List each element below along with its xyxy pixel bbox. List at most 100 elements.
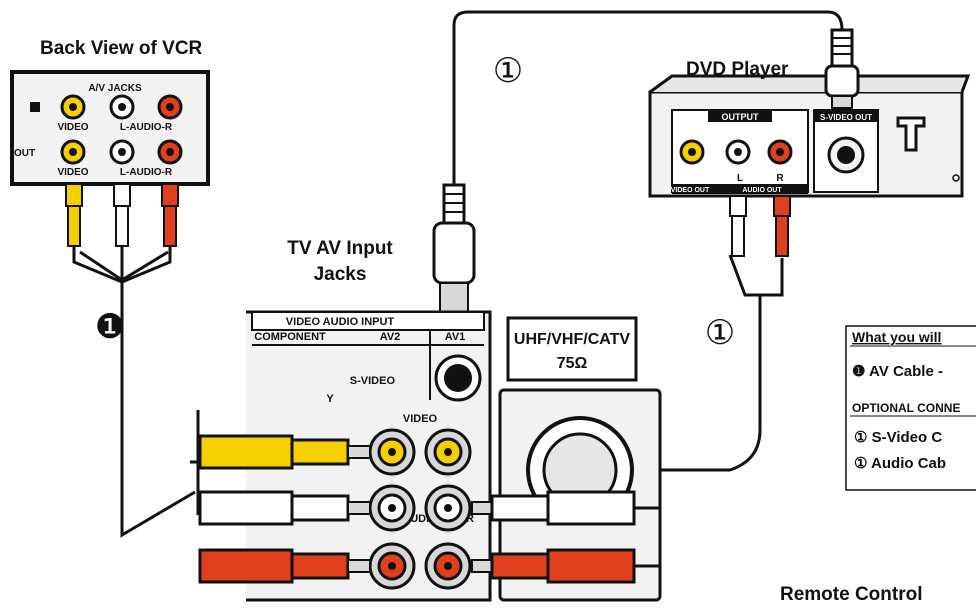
tv-right-plugs — [471, 490, 662, 584]
tv-av2-label: AV2 — [380, 331, 401, 343]
tv-left-plugs — [198, 434, 371, 584]
dvd-power-connector — [896, 116, 926, 152]
remote-control-label: Remote Control — [780, 584, 923, 605]
jack-hole — [444, 504, 452, 512]
tv-svideo-plug — [432, 183, 476, 314]
tv-right-white-pin — [471, 501, 493, 515]
dvd-player-back: OUTPUT L R VIDEO OUT AUDIO OUT S-VIDEO O… — [648, 74, 971, 198]
audio-cable-line-2 — [640, 295, 762, 532]
legend-box: What you will ❶ AV Cable - OPTIONAL CONN… — [845, 325, 976, 491]
tv-r-label: R — [466, 513, 474, 525]
jack-hole — [444, 448, 452, 456]
tv-red-plug — [198, 548, 294, 584]
dvd-svideo-header — [814, 110, 878, 122]
tv-red-plug-pin — [347, 559, 371, 573]
tv-av1-label: AV1 — [445, 331, 466, 343]
jack-hole — [388, 562, 396, 570]
vcr-title: Back View of VCR — [40, 38, 203, 59]
tv-red-plug-tip — [290, 552, 350, 580]
dvd-video-out-label: VIDEO OUT — [671, 187, 710, 194]
vcr-header-label: A/V JACKS — [88, 83, 142, 94]
tv-yellow-plug — [198, 434, 294, 470]
jack-hole — [166, 148, 174, 156]
av-cable-number: ❶ — [95, 307, 125, 347]
vcr-white-plug-body — [115, 205, 129, 247]
tv-right-plug-loop — [634, 506, 662, 568]
audio-cable-line — [728, 254, 784, 297]
vcr-red-plug-body — [163, 205, 177, 247]
av-cable-loop — [190, 410, 200, 515]
tv-right-white-plug — [490, 494, 550, 522]
dvd-audio-out-label: AUDIO OUT — [742, 187, 782, 194]
tv-right-red-plug — [490, 552, 550, 580]
jack-hole — [69, 148, 77, 156]
legend-item-svideo: ① S-Video C — [854, 429, 942, 446]
tv-75ohm-label: 75Ω — [557, 355, 588, 372]
vcr-audio-top-label: L-AUDIO-R — [120, 122, 173, 133]
legend-optional-header: OPTIONAL CONNE — [852, 401, 960, 415]
vcr-red-plug — [161, 183, 179, 207]
tv-video-label: VIDEO — [403, 413, 438, 425]
dvd-r-label: R — [776, 173, 784, 184]
jack-hole — [118, 103, 126, 111]
dvd-audio-plugs — [729, 195, 791, 257]
legend-item-audio: ① Audio Cab — [854, 455, 946, 472]
dvd-output-label: OUTPUT — [722, 112, 760, 122]
av-cable-line — [79, 250, 196, 538]
vcr-white-plug — [113, 183, 131, 207]
legend-item-av-cable: ❶ AV Cable - — [852, 363, 943, 380]
tv-yellow-plug-pin — [347, 445, 371, 459]
tv-y-label: Y — [326, 393, 334, 405]
dvd-title: DVD Player — [686, 59, 789, 80]
dvd-bottom-strip — [672, 184, 808, 194]
tv-uhf-label: UHF/VHF/CATV — [514, 331, 630, 348]
tv-component-label: COMPONENT — [254, 331, 326, 343]
jack-hole — [388, 448, 396, 456]
tv-yellow-plug-tip — [290, 438, 350, 466]
vcr-audio-bottom-label: L-AUDIO-R — [120, 167, 173, 178]
dvd-red-plug-body — [775, 215, 789, 257]
tv-white-plug-pin — [347, 501, 371, 515]
dvd-white-plug — [729, 195, 747, 217]
dvd-svideo-inner — [837, 146, 855, 164]
jack-hole — [776, 148, 784, 156]
vcr-cable-merge — [72, 246, 172, 284]
tv-right-red-pin — [471, 559, 493, 573]
audio-cable-number: ① — [705, 313, 735, 353]
tv-svideo-inner — [444, 364, 472, 392]
dvd-white-plug-body — [731, 215, 745, 257]
dvd-output-header — [708, 110, 772, 122]
tv-right-white-plug-body — [546, 490, 636, 526]
vcr-back-panel: A/V JACKS OUT VIDEO L-AUDIO-R VIDEO L-AU… — [10, 70, 210, 186]
vcr-plugs — [65, 183, 179, 284]
vcr-video-bottom-label: VIDEO — [57, 167, 88, 178]
tv-white-plug-tip — [290, 494, 350, 522]
jack-hole — [444, 562, 452, 570]
vcr-yellow-plug-body — [67, 205, 81, 247]
dvd-screw — [952, 174, 960, 182]
svideo-cable-number: ① — [493, 51, 523, 91]
dvd-l-label: L — [737, 173, 743, 184]
jack-hole — [734, 148, 742, 156]
vcr-video-top-label: VIDEO — [57, 122, 88, 133]
jack-hole — [388, 504, 396, 512]
tv-white-plug — [198, 490, 294, 526]
svideo-cable-line — [452, 10, 844, 185]
vcr-in-marker — [30, 102, 40, 112]
jack-hole — [688, 148, 696, 156]
dvd-red-plug — [773, 195, 791, 217]
av-cable-line-2 — [121, 250, 169, 282]
dvd-svideo-block — [813, 109, 879, 193]
tv-panel-header: VIDEO AUDIO INPUT — [286, 316, 395, 328]
tv-av-title-line1: TV AV Input — [287, 238, 393, 259]
tv-av-title-line2: Jacks — [314, 264, 367, 285]
legend-title: What you will — [852, 329, 941, 345]
jack-hole — [118, 148, 126, 156]
jack-hole — [69, 103, 77, 111]
tv-right-red-plug-body — [546, 548, 636, 584]
dvd-svideo-plug — [824, 28, 860, 109]
vcr-out-label: OUT — [14, 148, 35, 159]
tv-svideo-label: S-VIDEO — [350, 375, 396, 387]
jack-hole — [166, 103, 174, 111]
dvd-svideo-label: S-VIDEO OUT — [820, 113, 872, 122]
